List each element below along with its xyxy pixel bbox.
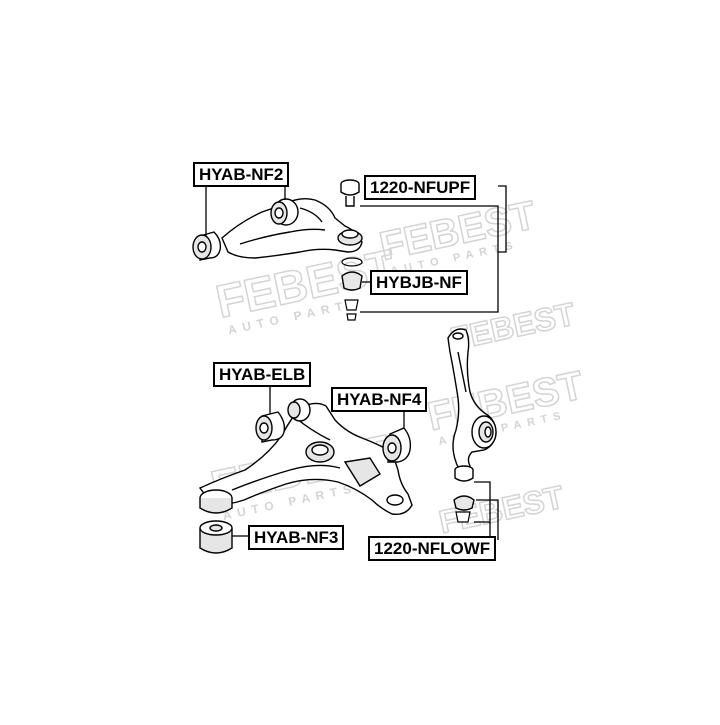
upper-control-arm [221, 197, 363, 259]
nut-icon [455, 511, 471, 523]
ball-joint-icon [454, 465, 474, 482]
label-1220-nfupf[interactable]: 1220-NFUPF [364, 175, 477, 200]
bushing-icon [255, 411, 286, 443]
dust-boot-icon [453, 495, 475, 511]
dust-boot-icon [341, 271, 363, 291]
ring-icon [341, 257, 363, 267]
label-hybjb-nf[interactable]: HYBJB-NF [370, 270, 468, 295]
nut-icon [344, 299, 359, 321]
label-1220-nflowf[interactable]: 1220-NFLOWF [368, 536, 497, 561]
bushing-icon [270, 198, 299, 226]
bushing-icon [199, 489, 233, 514]
steering-knuckle [447, 328, 497, 473]
leader-lines-lower [232, 384, 499, 540]
watermark-brand: FEBEST [436, 479, 567, 541]
bushing-icon [192, 231, 222, 261]
label-hyab-nf2[interactable]: HYAB-NF2 [193, 162, 290, 187]
bushing-icon [199, 520, 233, 554]
bushing-icon [382, 427, 412, 463]
bushing-icon [287, 398, 311, 422]
leader-lines-upper [205, 185, 507, 313]
ball-joint-icon [340, 179, 360, 207]
label-hyab-nf3[interactable]: HYAB-NF3 [248, 525, 345, 550]
label-hyab-elb[interactable]: HYAB-ELB [213, 362, 312, 387]
label-hyab-nf4[interactable]: HYAB-NF4 [331, 387, 428, 412]
